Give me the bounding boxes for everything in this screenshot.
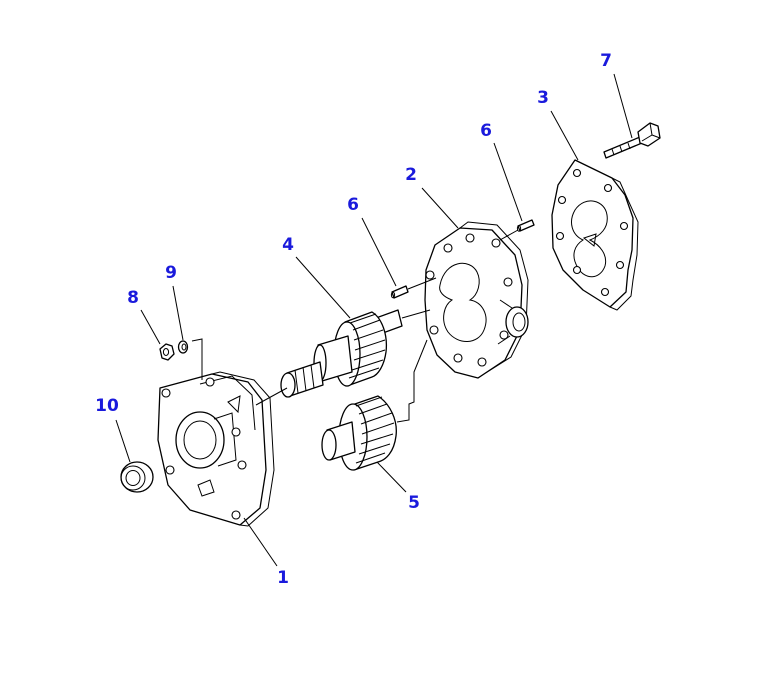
part-3-cover-plate — [551, 159, 639, 311]
part-9-washer — [177, 340, 189, 354]
callout-4: 4 — [282, 235, 294, 255]
callout-10: 10 — [95, 396, 119, 416]
callout-9: 9 — [165, 263, 177, 283]
part-6-dowel-pin-front — [390, 285, 409, 299]
callout-leaders — [115, 73, 633, 567]
part-2-gear-housing — [424, 221, 529, 379]
callout-6-right: 6 — [480, 121, 492, 141]
part-6-dowel-pin-rear — [516, 219, 535, 232]
part-1-front-cover — [157, 371, 275, 527]
alignment-lines — [191, 229, 519, 423]
part-5-driven-gear — [321, 395, 397, 471]
part-7-bolt — [603, 122, 661, 159]
callout-2: 2 — [405, 165, 417, 185]
callout-labels: 1 2 3 4 5 6 6 7 8 9 10 — [95, 51, 612, 588]
callout-3: 3 — [537, 88, 549, 108]
callout-5: 5 — [408, 493, 420, 513]
callout-6-left: 6 — [347, 195, 359, 215]
part-4-drive-gear-shaft — [280, 309, 403, 398]
callout-1: 1 — [277, 568, 289, 588]
part-8-nut — [159, 343, 175, 361]
callout-8: 8 — [127, 288, 139, 308]
part-10-oil-seal — [120, 461, 154, 493]
callout-7: 7 — [600, 51, 612, 71]
